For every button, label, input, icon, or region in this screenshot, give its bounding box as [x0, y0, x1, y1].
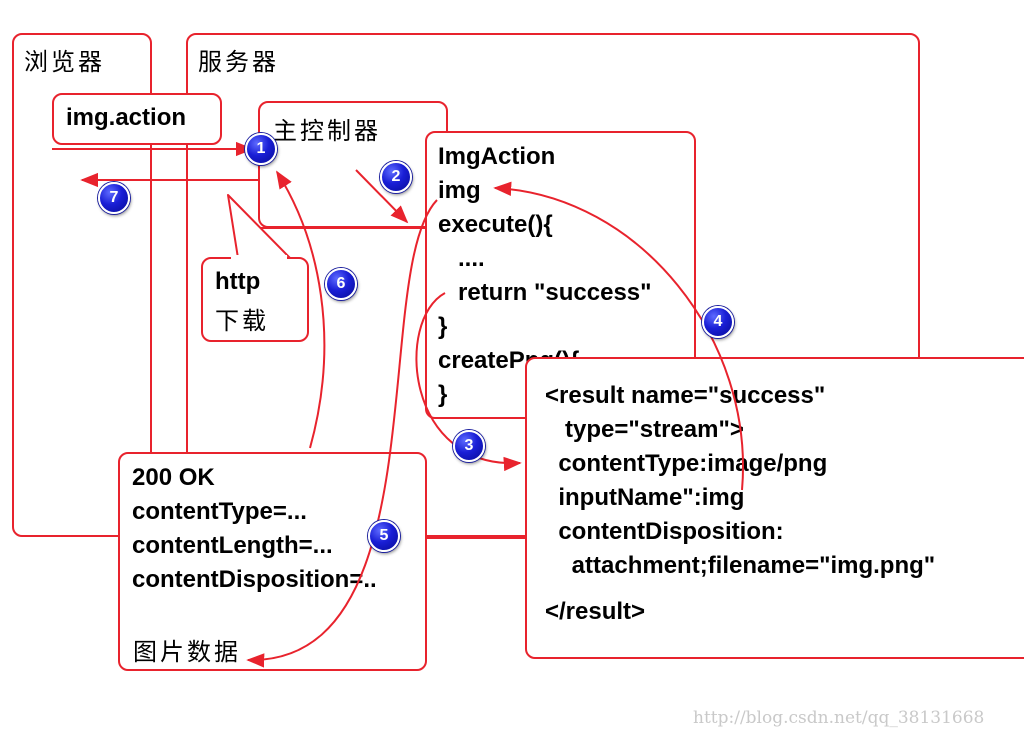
response-box: 200 OK contentType=... contentLength=...… — [118, 452, 427, 671]
action-line: return "success" — [438, 279, 652, 306]
watermark: http://blog.csdn.net/qq_38131668 — [693, 708, 985, 728]
result-line: contentType:image/png — [545, 450, 828, 477]
step-badge-2: 2 — [380, 161, 412, 193]
response-line: contentType=... — [132, 498, 307, 525]
response-code: 200 OK contentType=... contentLength=...… — [132, 461, 377, 597]
result-line: <result name="success" — [545, 382, 826, 409]
result-line: type="stream"> — [545, 416, 744, 443]
request-box: img.action — [52, 93, 222, 145]
browser-title: 浏览器 — [24, 48, 105, 76]
callout-joint-mask — [231, 255, 287, 259]
step-badge-5: 5 — [368, 520, 400, 552]
action-line: .... — [438, 245, 485, 272]
step-badge-7: 7 — [98, 182, 130, 214]
step-badge-4: 4 — [702, 306, 734, 338]
server-title: 服务器 — [198, 48, 279, 76]
result-line — [545, 583, 935, 595]
controller-box: 主控制器 — [258, 101, 448, 228]
http-callout-title: http — [215, 268, 261, 295]
http-callout-subtitle: 下载 — [215, 307, 269, 335]
action-line: } — [438, 313, 448, 340]
controller-title: 主控制器 — [273, 117, 381, 145]
http-callout: http 下载 — [201, 257, 309, 342]
response-line: 200 OK — [132, 464, 215, 491]
step-badge-6: 6 — [325, 268, 357, 300]
result-line: attachment;filename="img.png" — [545, 552, 936, 579]
result-code: <result name="success" type="stream"> co… — [545, 379, 935, 629]
action-line: img — [438, 177, 481, 204]
action-line: ImgAction — [438, 143, 556, 170]
response-data-label: 图片数据 — [133, 638, 241, 666]
step-badge-1: 1 — [245, 133, 277, 165]
response-line: contentDisposition=.. — [132, 566, 377, 593]
result-line: contentDisposition: — [545, 518, 784, 545]
browser-frame — [12, 33, 152, 537]
result-line: </result> — [545, 598, 646, 625]
result-box: <result name="success" type="stream"> co… — [525, 357, 1024, 659]
action-line: execute(){ — [438, 211, 553, 238]
step-badge-3: 3 — [453, 430, 485, 462]
response-line: contentLength=... — [132, 532, 333, 559]
request-label: img.action — [66, 104, 187, 131]
result-line: inputName":img — [545, 484, 745, 511]
